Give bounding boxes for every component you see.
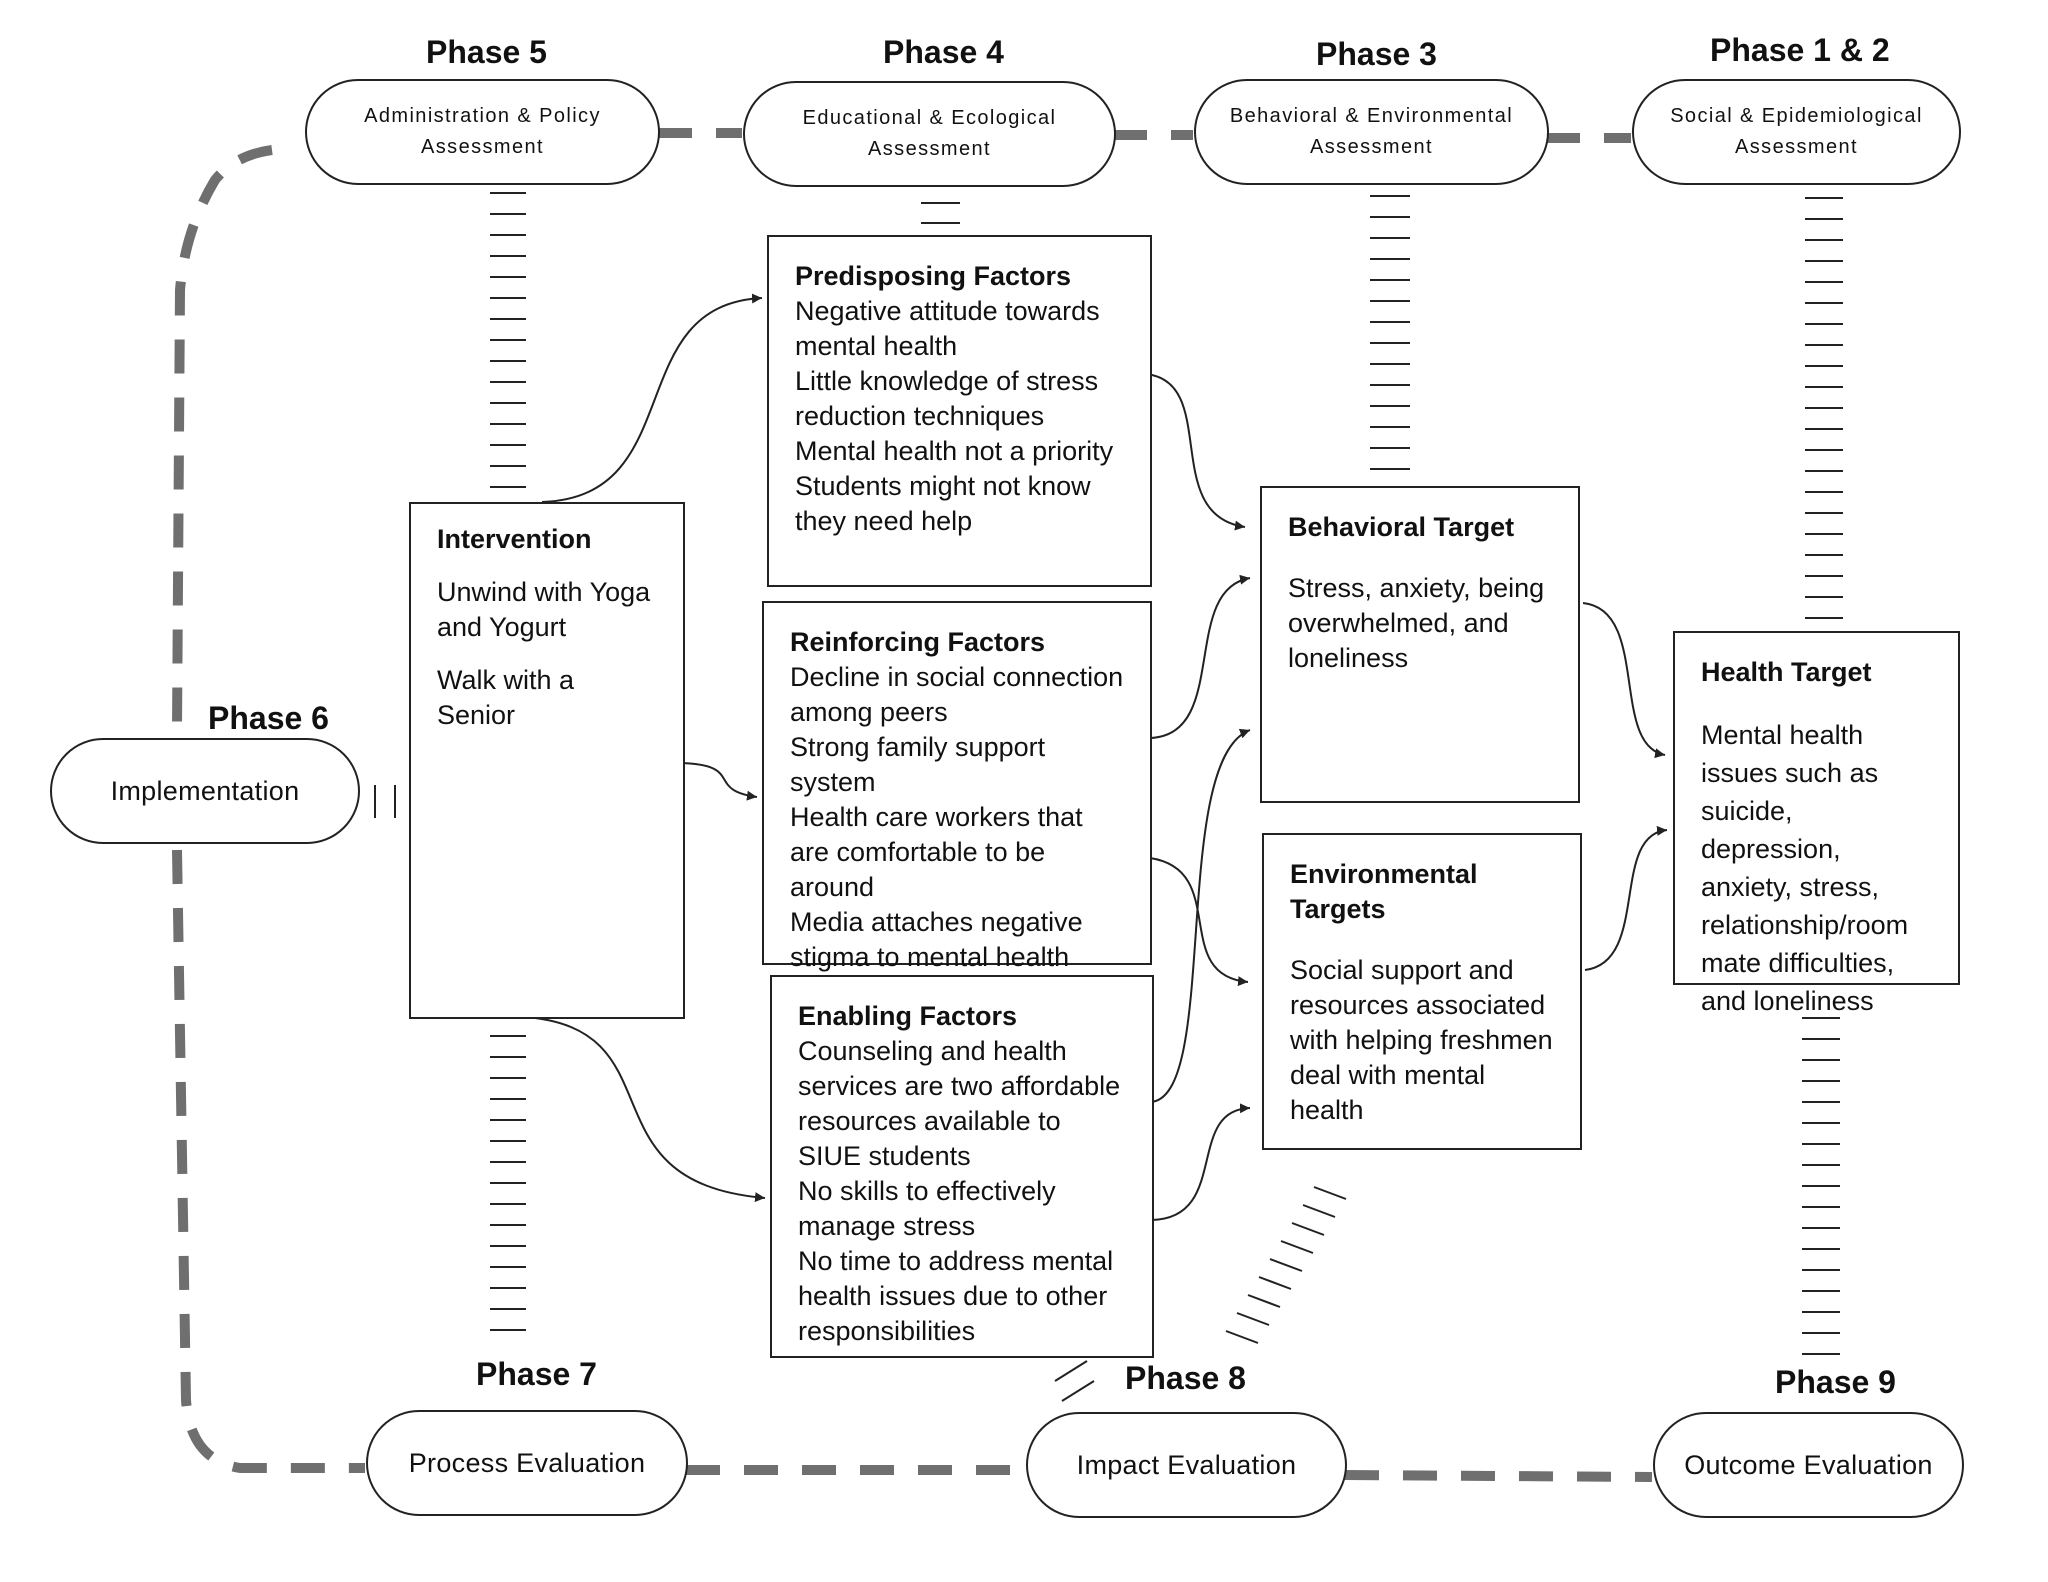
phase-5-label: Phase 5 — [426, 34, 547, 70]
loop-left — [172, 849, 365, 1473]
ladder-phase8-rung — [1280, 1240, 1314, 1254]
arrow-enabling-to-environmental — [1151, 1103, 1251, 1221]
factor-item: Negative attitude towards mental health — [795, 296, 1100, 361]
tick-phase8-a — [1054, 1360, 1088, 1382]
factor-item: Decline in social connection among peers — [790, 662, 1124, 727]
phase-8-impact-evaluation: Impact Evaluation — [1026, 1412, 1347, 1518]
phase-1-2-label: Phase 1 & 2 — [1710, 32, 1890, 68]
phase-6-implementation: Implementation — [50, 738, 360, 844]
reinforcing-factors-box: Reinforcing Factors Decline in social co… — [762, 601, 1152, 972]
arrow-behavioral-to-health — [1582, 602, 1666, 759]
behavioral-text: Stress, anxiety, being overwhelmed, and … — [1288, 573, 1545, 673]
health-target-box: Health Target Mental health issues such … — [1673, 631, 1960, 1016]
loop-bottom-link-89 — [1344, 1470, 1653, 1482]
factor-item: Students might not know they need help — [795, 471, 1091, 536]
phase-1-2-assessment: Social & Epidemiological Assessment — [1632, 79, 1961, 185]
reinforcing-title: Reinforcing Factors — [790, 627, 1046, 657]
ladder-phase8-rung — [1258, 1276, 1292, 1290]
ladder-phase8-rung — [1302, 1204, 1336, 1218]
phase-9-label: Phase 9 — [1775, 1364, 1896, 1400]
health-title: Health Target — [1701, 657, 1872, 687]
arrow-reinforcing-to-behavioral — [1149, 574, 1251, 739]
arrow-intervention-to-reinforcing — [680, 762, 758, 801]
factor-item: Media attaches negative stigma to mental… — [790, 907, 1083, 972]
phase-7-label: Phase 7 — [476, 1356, 597, 1392]
phase-7-process-evaluation: Process Evaluation — [366, 1410, 688, 1516]
arrow-intervention-to-predisposing — [541, 293, 763, 503]
connector-ticks — [374, 785, 1095, 1402]
phase-flow-loop — [172, 128, 1653, 1482]
factor-item: Little knowledge of stress reduction tec… — [795, 366, 1099, 431]
tick-phase8-b — [1061, 1380, 1095, 1402]
intervention-box: Intervention Unwind with Yoga and Yogurt… — [409, 502, 685, 1019]
behavioral-title: Behavioral Target — [1288, 512, 1515, 542]
ladder-phase8-rung — [1269, 1258, 1303, 1272]
ladder-phase8-rung — [1291, 1222, 1325, 1236]
phase-9-outcome-evaluation: Outcome Evaluation — [1653, 1412, 1964, 1518]
ladder-phase8-rung — [1247, 1294, 1281, 1308]
arrow-intervention-to-enabling — [525, 1016, 766, 1203]
environmental-title: Environmental Targets — [1290, 859, 1478, 924]
phase-3-label: Phase 3 — [1316, 36, 1437, 72]
behavioral-target-box: Behavioral Target Stress, anxiety, being… — [1260, 486, 1580, 803]
arrow-enabling-to-behavioral — [1149, 728, 1251, 1103]
arrow-predisposing-to-behavioral — [1145, 373, 1246, 531]
phase-6-label: Phase 6 — [208, 700, 329, 736]
arrow-environmental-to-health — [1584, 825, 1668, 971]
factor-item: No skills to effectively manage stress — [798, 1176, 1056, 1241]
factor-item: Health care workers that are comfortable… — [790, 802, 1083, 902]
intervention-item: Walk with a Senior — [437, 665, 575, 730]
factor-item: No time to address mental health issues … — [798, 1246, 1114, 1346]
ladder-phase8-rung — [1236, 1312, 1270, 1326]
phase-4-label: Phase 4 — [883, 34, 1004, 70]
factor-item: Strong family support system — [790, 732, 1046, 797]
predisposing-title: Predisposing Factors — [795, 261, 1072, 291]
phase-4-assessment: Educational & Ecological Assessment — [743, 81, 1116, 187]
enabling-title: Enabling Factors — [798, 1001, 1018, 1031]
intervention-title: Intervention — [437, 524, 592, 554]
predisposing-factors-box: Predisposing Factors Negative attitude t… — [767, 235, 1152, 587]
phase-3-assessment: Behavioral & Environmental Assessment — [1194, 79, 1549, 185]
factor-item: Counseling and health services are two a… — [798, 1036, 1121, 1171]
enabling-factors-box: Enabling Factors Counseling and health s… — [770, 975, 1154, 1358]
connector-arrows — [525, 293, 1668, 1221]
ladder-phase8-rung — [1225, 1330, 1259, 1344]
environmental-text: Social support and resources associated … — [1290, 955, 1553, 1125]
arrow-reinforcing-to-environmental — [1149, 857, 1249, 987]
health-text: Mental health issues such as suicide, de… — [1701, 720, 1909, 1016]
factor-item: Mental health not a priority — [795, 436, 1114, 466]
intervention-item: Unwind with Yoga and Yogurt — [437, 577, 651, 642]
environmental-targets-box: Environmental Targets Social support and… — [1262, 833, 1582, 1150]
phase-5-assessment: Administration & Policy Assessment — [305, 79, 660, 185]
phase-ladders — [490, 192, 1843, 1355]
ladder-phase8-rung — [1313, 1186, 1347, 1200]
phase-8-label: Phase 8 — [1125, 1360, 1246, 1396]
loop-top — [172, 145, 273, 731]
